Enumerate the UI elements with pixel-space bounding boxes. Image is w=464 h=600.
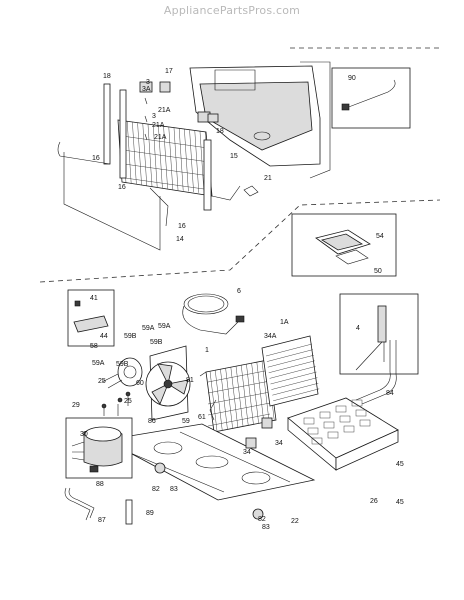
- callout-label: 61: [198, 414, 206, 421]
- callout-label: 3: [146, 79, 150, 86]
- callout-label: 59B: [124, 333, 137, 340]
- fan-motor-assembly: [101, 345, 191, 421]
- evaporator-tray: [189, 61, 331, 179]
- misc-lower-parts: [64, 391, 264, 525]
- compressor-box: [65, 417, 133, 479]
- callout-label: 16: [118, 184, 126, 191]
- callout-label: 21A: [154, 134, 167, 141]
- callout-label: 34: [243, 449, 251, 456]
- upper-clips: [139, 81, 259, 197]
- drain-pan: [287, 340, 399, 471]
- inset-box-54: [291, 213, 397, 277]
- callout-label: 25: [124, 398, 132, 405]
- callout-label: 17: [165, 68, 173, 75]
- watermark: AppliancePartsPros.com: [163, 4, 301, 17]
- callout-label: 14: [176, 236, 184, 243]
- callout-label: 30: [80, 431, 88, 438]
- callout-label: 59B: [116, 361, 129, 368]
- callout-label: 45: [396, 461, 404, 468]
- callout-label: 29: [72, 402, 80, 409]
- inset-box-90: [331, 67, 411, 129]
- callout-label: 59A: [142, 325, 155, 332]
- callout-label: 22: [291, 518, 299, 525]
- callout-label: 86: [148, 418, 156, 425]
- callout-label: 21: [264, 175, 272, 182]
- callout-label: 84: [386, 390, 394, 397]
- callout-label: 16: [178, 223, 186, 230]
- callout-label: 1A: [280, 319, 289, 326]
- callout-label: 50: [374, 268, 382, 275]
- callout-label: 18: [216, 128, 224, 135]
- callout-label: 41: [90, 295, 98, 302]
- callout-label: 82: [258, 516, 266, 523]
- callout-label: 89: [146, 510, 154, 517]
- callout-label: 58: [90, 343, 98, 350]
- callout-label: 60: [136, 380, 144, 387]
- callout-label: 16: [92, 155, 100, 162]
- callout-label: 54: [376, 233, 384, 240]
- callout-label: 21A: [158, 107, 171, 114]
- callout-label: 45: [396, 499, 404, 506]
- callout-label: 1: [205, 347, 209, 354]
- callout-label: 15: [230, 153, 238, 160]
- callout-label: 59B: [150, 339, 163, 346]
- callout-label: 18: [103, 73, 111, 80]
- evaporator-coil: [57, 83, 241, 251]
- callout-label: 87: [98, 517, 106, 524]
- callout-label: 59A: [92, 360, 105, 367]
- condenser-coil: [199, 359, 277, 439]
- callout-label: 34A: [264, 333, 277, 340]
- callout-label: 81: [186, 377, 194, 384]
- inset-box-41: [67, 289, 115, 347]
- callout-label: 59A: [158, 323, 171, 330]
- callout-label: 26: [370, 498, 378, 505]
- section-divider: [39, 199, 441, 283]
- callout-label: 82: [152, 486, 160, 493]
- callout-label: 83: [262, 524, 270, 531]
- callout-label: 88: [96, 481, 104, 488]
- rear-grille: [261, 335, 320, 407]
- callout-label: 90: [348, 75, 356, 82]
- callout-label: 6: [237, 288, 241, 295]
- callout-label: 34: [275, 440, 283, 447]
- callout-label: 4: [356, 325, 360, 332]
- callout-label: 3A: [142, 86, 151, 93]
- callout-label: 44: [100, 333, 108, 340]
- callout-label: 21A: [152, 122, 165, 129]
- callout-label: 25: [98, 378, 106, 385]
- cable-coil: [182, 293, 245, 335]
- inset-box-4: [339, 293, 419, 375]
- callout-label: 3: [152, 113, 156, 120]
- callout-label: 59: [182, 418, 190, 425]
- base-pan: [104, 417, 316, 501]
- callout-label: 83: [170, 486, 178, 493]
